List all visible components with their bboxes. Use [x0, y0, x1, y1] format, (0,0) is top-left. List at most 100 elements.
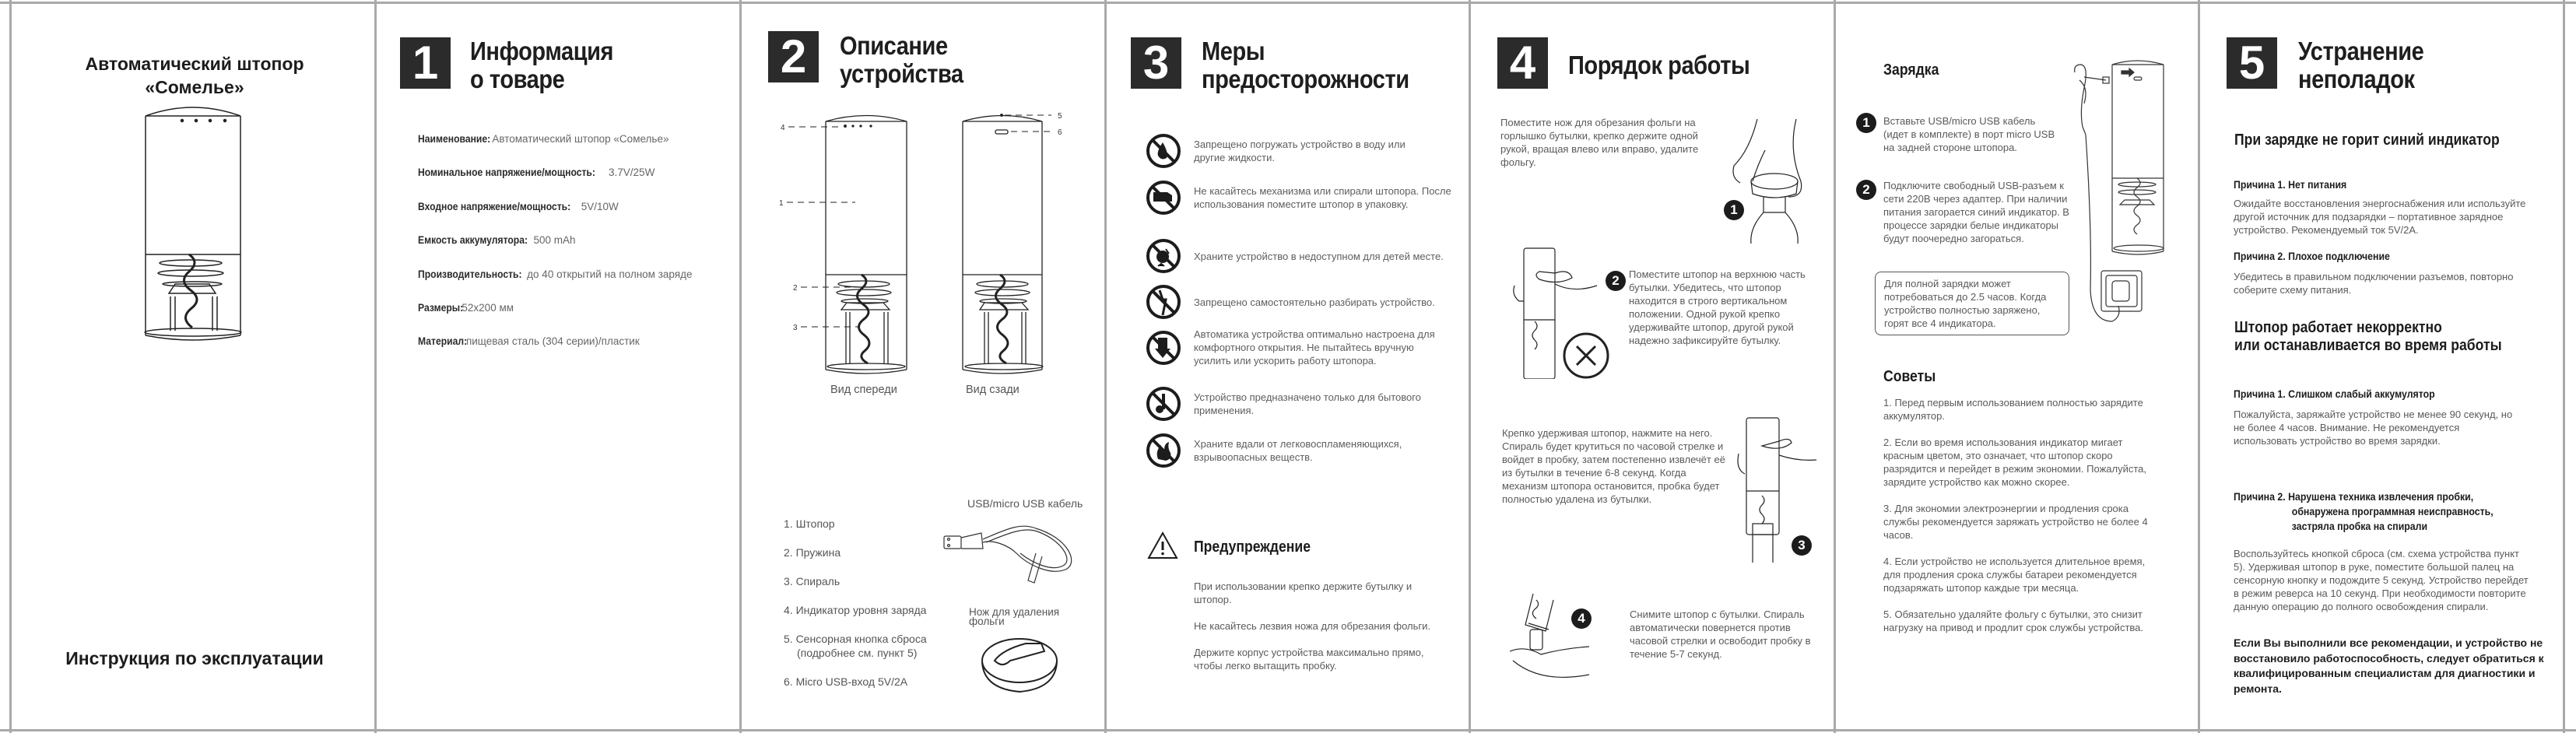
spec-key: Производительность: [418, 268, 522, 280]
warning-title: Предупреждение [1194, 538, 1311, 556]
no-touch-icon [1146, 181, 1181, 215]
charging-step-text: Вставьте USB/micro USB кабель (идет в ко… [1883, 115, 2055, 153]
step-number-badge: 4 [1571, 608, 1592, 629]
cause-title: Причина 1. Нет питания [2234, 178, 2347, 191]
section-number-badge: 5 [2227, 37, 2277, 89]
tip-item: 3. Для экономии электроэнергии и продлен… [1883, 503, 2148, 541]
step-number-badge: 3 [1792, 535, 1812, 556]
cable-label: USB/micro USB кабель [967, 497, 1083, 510]
section-title-line1: Устранение [2298, 37, 2424, 65]
section-title-line2: о товаре [470, 65, 565, 93]
precaution-text: Запрещено погружать устройство в воду ил… [1194, 139, 1406, 163]
cover-title-line2: «Сомелье» [145, 77, 244, 97]
problem-title: Штопор работает некорректно или останавл… [2234, 319, 2502, 355]
panel-divider [374, 0, 377, 733]
section-1-panel: 1 Информация о товаре Наименование: Авто… [377, 2, 739, 729]
panel-divider [2198, 0, 2200, 733]
cause-text: Убедитесь в правильном подключении разъе… [2234, 271, 2514, 296]
spec-value: 52x200 мм [462, 302, 514, 314]
step-text: Снимите штопор с бутылки. Спираль автома… [1630, 608, 1811, 660]
tips-title: Советы [1883, 368, 1936, 385]
section-title-line2: предосторожности [1202, 65, 1409, 93]
cause-title: Причина 1. Слишком слабый аккумулятор [2234, 388, 2435, 400]
corkscrew-on-bottle-icon [1737, 417, 1817, 563]
no-disassemble-icon [1146, 285, 1181, 319]
panel-divider [739, 0, 742, 733]
spec-key: Входное напряжение/мощность: [418, 201, 571, 212]
step-number-badge: 1 [1724, 200, 1744, 220]
section-number-badge: 2 [768, 31, 819, 82]
cause-title-line2: обнаружена программная неисправность, [2291, 505, 2494, 517]
spec-key: Наименование: [418, 133, 491, 145]
front-view-caption: Вид спереди [830, 384, 897, 396]
parts-list: 1. Штопор 2. Пружина 3. Спираль 4. Индик… [784, 517, 927, 704]
warning-text: При использовании крепко держите бутылку… [1194, 580, 1413, 605]
knife-label-line1: Нож для удаления [969, 606, 1060, 618]
charging-note-box: Для полной зарядки может потребоваться д… [1875, 272, 2069, 335]
section-number-badge: 3 [1131, 37, 1181, 89]
no-water-icon [1146, 134, 1181, 168]
spec-key: Номинальное напряжение/мощность: [418, 167, 595, 178]
section-title: Описание устройства [840, 32, 963, 88]
section-title: Порядок работы [1568, 51, 1750, 79]
parts-list-item: 1. Штопор [784, 517, 835, 530]
step-text: Поместите штопор на верхнюю часть бутылк… [1629, 268, 1806, 346]
knife-label: Нож для удаления фольги [969, 606, 1060, 627]
svg-text:1: 1 [779, 199, 784, 208]
no-children-icon [1146, 239, 1181, 273]
section-title-line1: Описание [840, 31, 948, 60]
spec-row: Наименование: Автоматический штопор «Сом… [418, 133, 669, 145]
section-title: Меры предосторожности [1202, 37, 1409, 93]
cause-text: Ожидайте восстановления энергоснабжения … [2234, 198, 2526, 236]
panel-divider [1104, 0, 1107, 733]
parts-list-item: 2. Пружина [784, 546, 841, 559]
step-text: Крепко удерживая штопор, нажмите на него… [1502, 427, 1725, 505]
precaution-text: Не касайтесь механизма или спирали штопо… [1194, 185, 1451, 210]
precaution-text: Запрещено самостоятельно разбирать устро… [1194, 296, 1435, 308]
parts-list-item: 5. Сенсорная кнопка сброса [784, 633, 927, 645]
cause-title-line3: застряла пробка на спирали [2291, 520, 2428, 532]
cause-text: Пожалуйста, заряжайте устройство не мене… [2234, 409, 2513, 447]
section-title-line1: Информация [470, 37, 614, 65]
section-number-badge: 1 [400, 37, 451, 89]
corkscrew-back-view-icon: 56 [962, 112, 1062, 374]
parts-list-item: 6. Micro USB-вход 5V/2A [784, 675, 908, 688]
tip-item: 5. Обязательно удаляйте фольгу с бутылки… [1883, 608, 2144, 633]
svg-text:2: 2 [793, 284, 798, 293]
charging-title: Зарядка [1883, 61, 1939, 79]
panel-divider [1469, 0, 1471, 733]
section-title-line1: Меры [1202, 37, 1265, 65]
spec-row: Размеры: 52x200 мм [418, 302, 514, 314]
back-view-caption: Вид сзади [966, 384, 1020, 396]
charging-step-text: Подключите свободный USB-разъем к сети 2… [1883, 180, 2069, 244]
spec-key: Емкость аккумулятора: [418, 234, 528, 246]
section-3-panel: 3 Меры предосторожности Запрещено погруж… [1107, 2, 1469, 729]
precaution-item: Запрещено погружать устройство в воду ил… [1146, 133, 1427, 169]
cover-subtitle: Инструкция по эксплуатации [65, 648, 324, 668]
cover-panel: Автоматический штопор «Сомелье» Инструкц… [12, 2, 374, 729]
precaution-text: Храните устройство в недоступном для дет… [1194, 250, 1444, 262]
step-number-badge: 2 [1606, 271, 1626, 291]
precaution-item: Не касайтесь механизма или спирали штопо… [1146, 180, 1462, 216]
spec-value: Автоматический штопор «Сомелье» [492, 133, 669, 145]
precaution-item: Автоматика устройства оптимально настрое… [1146, 328, 1443, 367]
parts-list-item: 4. Индикатор уровня заряда [784, 604, 927, 616]
spec-row: Емкость аккумулятора: 500 mAh [418, 234, 576, 246]
final-note: Если Вы выполнили все рекомендации, и ус… [2234, 637, 2544, 695]
spec-row: Производительность: до 40 открытий на по… [418, 268, 692, 280]
svg-text:5: 5 [1058, 112, 1062, 121]
hand-foil-cutter-icon [1732, 119, 1802, 244]
corkscrew-front-icon [144, 107, 242, 341]
spec-key: Материал: [418, 335, 468, 347]
section-title-line2: устройства [840, 59, 963, 88]
cause-title: Причина 2. Нарушена техника извлечения п… [2234, 489, 2494, 534]
cover-title-line1: Автоматический штопор [85, 54, 304, 74]
warnings-list: При использовании крепко держите бутылку… [1194, 580, 1443, 672]
spec-row: Входное напряжение/мощность: 5V/10W [418, 201, 619, 212]
tips-list: 1. Перед первым использованием полностью… [1883, 396, 2160, 647]
parts-list-item: (подробнее см. пункт 5) [797, 647, 918, 659]
svg-text:6: 6 [1058, 128, 1062, 137]
precaution-item: Храните вдали от легковоспламеняющихся, … [1146, 433, 1427, 468]
